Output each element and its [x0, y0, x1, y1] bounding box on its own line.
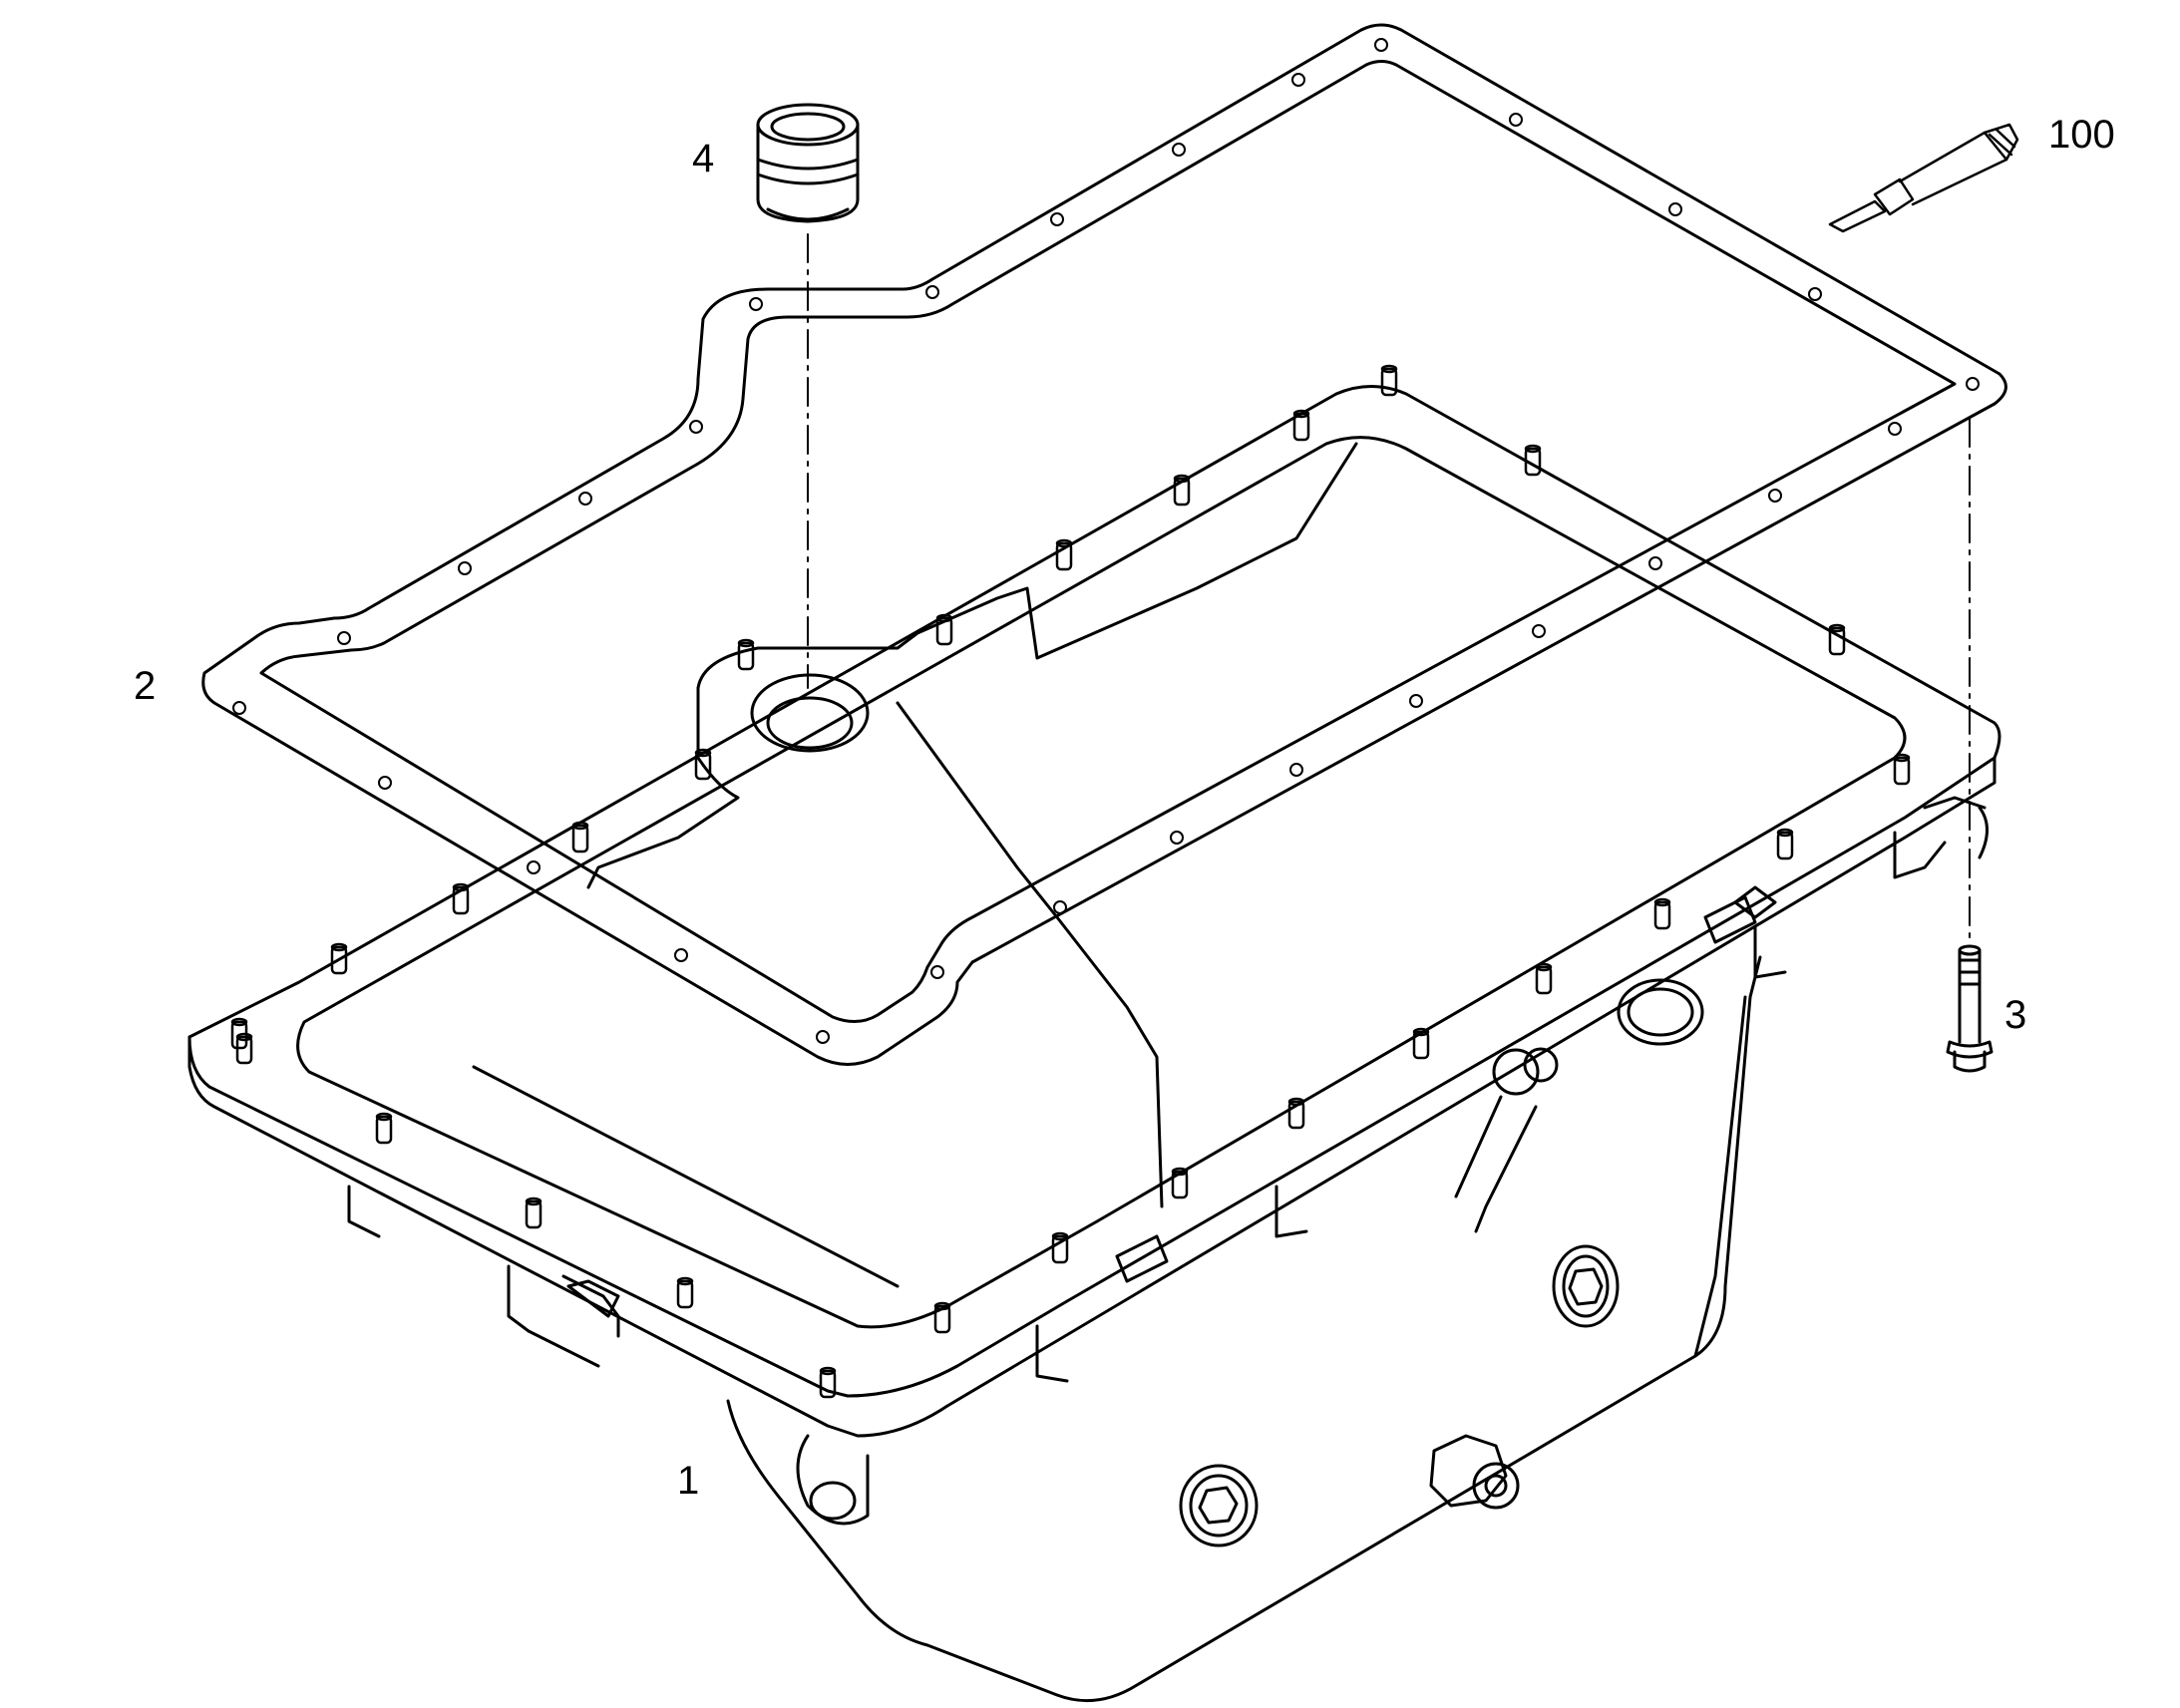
bolt-tip [1958, 944, 1982, 956]
plug-groove-bottom [756, 172, 860, 185]
oil-pan-inner-crease [472, 1065, 900, 1288]
mounting-lugs [347, 796, 1989, 1526]
bolt-thread [1958, 958, 1982, 986]
oil-pan-well [696, 442, 1358, 690]
drain-plug [1429, 1434, 1520, 1510]
hex-plug-side [1552, 1244, 1620, 1328]
callout-sealant: 100 [2048, 113, 2115, 157]
assembly-lines [807, 233, 1971, 938]
callout-gasket: 2 [134, 664, 157, 708]
bolt-flange [1946, 1040, 1994, 1059]
callout-oil-pan: 1 [677, 1459, 700, 1503]
oil-pan-sump-body [726, 955, 1762, 1703]
gasket-bolt-holes [232, 38, 1980, 1044]
bolt-shank [1958, 948, 1982, 1044]
plug-groove-top [756, 158, 860, 171]
hex-plug-front [1179, 1464, 1259, 1547]
plug-body [756, 123, 860, 223]
oil-pan-flange-outer [187, 385, 2001, 1398]
sump-opening-boss [750, 673, 870, 753]
oil-pan-sump-side [1693, 995, 1747, 1358]
oil-pan-well-left [586, 686, 740, 889]
flange-tabs [561, 895, 1757, 1338]
sealant-tube [1828, 123, 2019, 233]
flange-studs [230, 364, 1911, 1399]
plug [756, 103, 860, 223]
gasket [201, 23, 2007, 1066]
gasket-inner [259, 60, 1957, 1023]
sealant-crimp [1983, 123, 2019, 162]
plug-top-inner [770, 112, 846, 142]
oil-pan-flange-lower [187, 756, 1997, 1438]
sensor-boss [1454, 978, 1704, 1233]
bolt [1946, 944, 1994, 1073]
sealant-cap [1873, 177, 1915, 216]
sealant-body [1898, 131, 2008, 206]
oil-pan-well-front [896, 701, 1164, 1208]
oil-pan [187, 364, 2001, 1703]
gasket-outer [201, 23, 2007, 1066]
oil-pan-inner-rim [296, 436, 1907, 1329]
callout-bolt: 3 [2004, 993, 2027, 1037]
sealant-nozzle [1828, 199, 1887, 233]
callout-plug: 4 [692, 137, 715, 180]
bolt-head [1953, 1050, 1987, 1073]
plug-collar [766, 207, 850, 221]
